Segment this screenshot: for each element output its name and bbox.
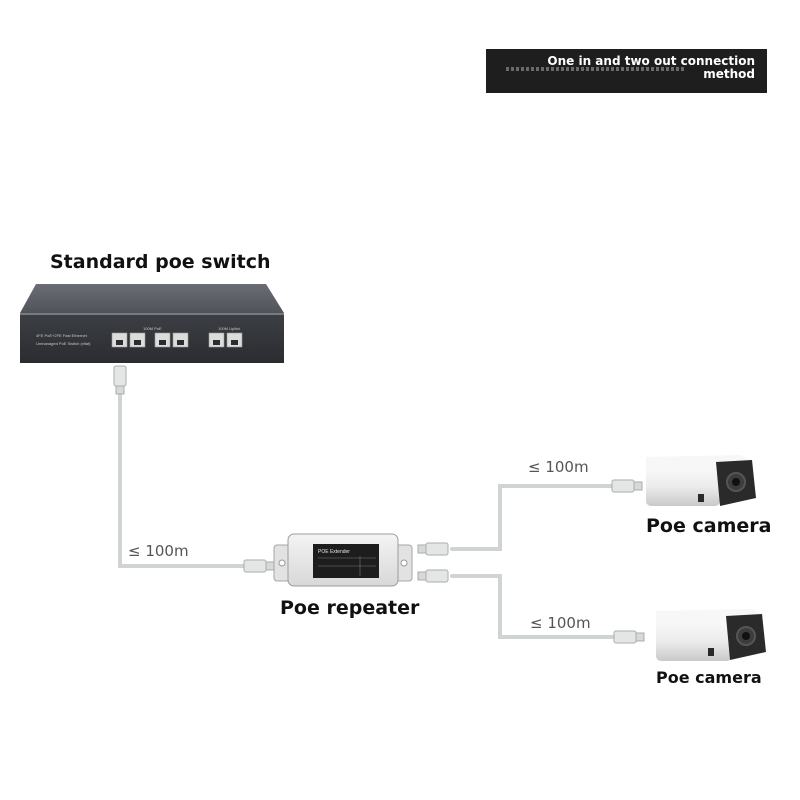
cable-repeater-to-camera-2: [452, 576, 614, 637]
poe-camera-2: [656, 609, 766, 661]
rj45-plug-switch: [114, 366, 126, 394]
rj45-plug-camera-2: [614, 631, 644, 643]
rj45-plug-repeater-in: [244, 560, 274, 572]
repeater-screen-label: POE Extender: [318, 549, 350, 555]
switch-uplink-group-label: 100M Uplink: [218, 326, 240, 331]
rj45-connectors: [114, 366, 644, 643]
cables: [120, 392, 614, 637]
cable-switch-to-repeater: [120, 392, 244, 566]
switch-top-face: [20, 284, 284, 313]
switch-front-panel: [20, 313, 284, 363]
poe-camera-1: [646, 455, 756, 506]
poe-switch: 4FE PoE+2FE Fast Ethernet Unmanaged PoE …: [20, 284, 284, 363]
rj45-plug-camera-1: [612, 480, 642, 492]
rj45-plug-repeater-out-2: [418, 570, 448, 582]
switch-caption-line1: 4FE PoE+2FE Fast Ethernet: [36, 333, 88, 338]
rj45-plug-repeater-out-1: [418, 543, 448, 555]
switch-poe-group-label: 100M PoE: [143, 326, 162, 331]
cable-repeater-to-camera-1: [452, 486, 612, 549]
switch-caption-line2: Unmanaged PoE Switch (xflat): [36, 341, 91, 346]
poe-repeater: POE Extender: [274, 534, 412, 586]
